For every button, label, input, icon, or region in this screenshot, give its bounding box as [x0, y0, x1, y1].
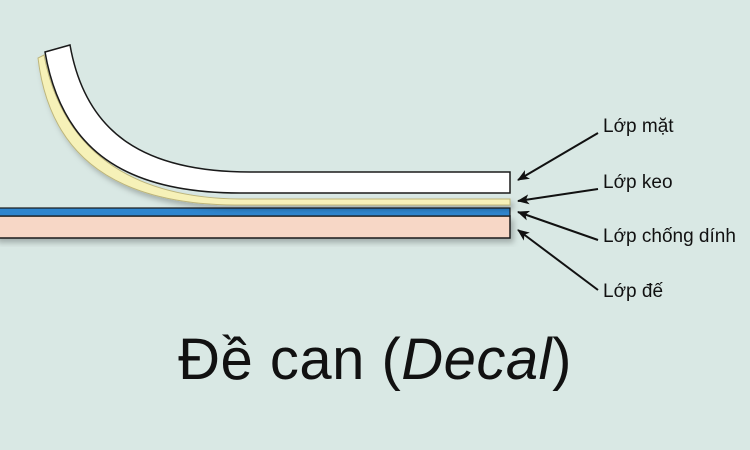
antistick-layer — [0, 207, 511, 217]
label-adhesive-layer: Lớp keo — [603, 172, 673, 193]
base-layer — [0, 215, 511, 239]
arrow-adhesive — [517, 188, 599, 205]
arrow-antistick — [517, 210, 599, 241]
surface-layer — [44, 44, 511, 194]
title-main: Đề can ( — [178, 327, 402, 392]
arrow-surface — [517, 132, 599, 181]
diagram-title: Đề can (Decal) — [0, 326, 750, 393]
title-italic: Decal — [401, 327, 553, 392]
arrow-base — [517, 229, 599, 291]
label-surface-layer: Lớp mặt — [603, 116, 674, 137]
label-antistick-layer: Lớp chống dính — [603, 226, 736, 247]
title-close: ) — [552, 327, 572, 392]
label-base-layer: Lớp đế — [603, 281, 664, 302]
